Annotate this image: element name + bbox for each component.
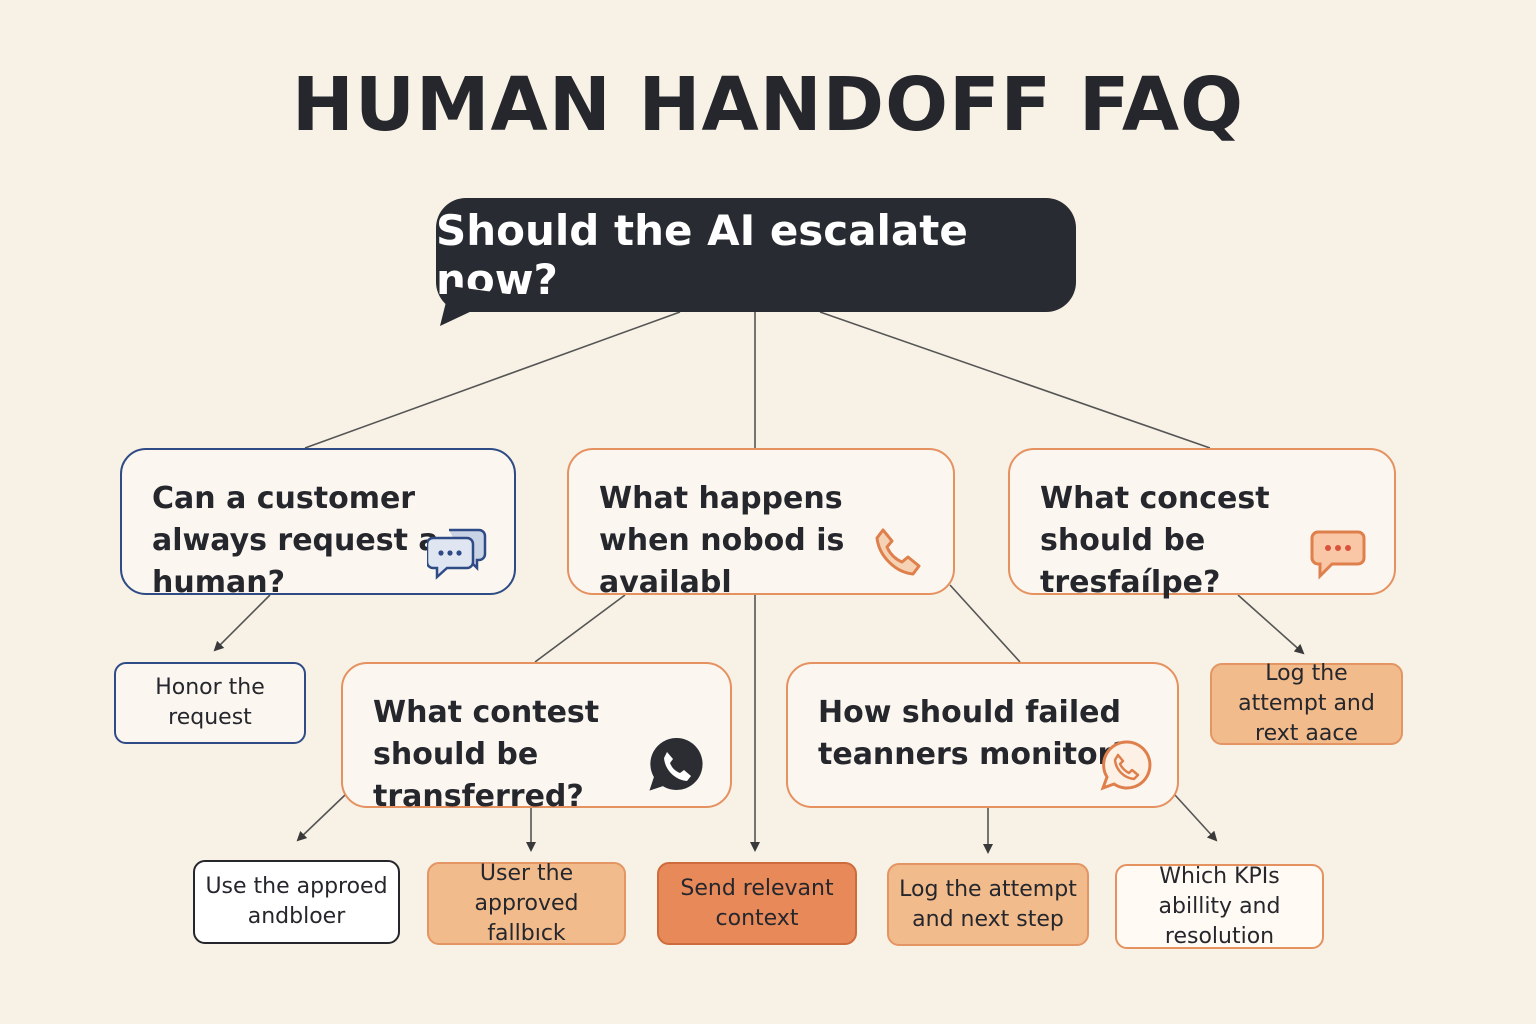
root-question-text: Should the AI escalate now? [436,206,968,304]
root-question-bubble: Should the AI escalate now? [436,198,1076,326]
answer-text: Which KPIs abillity and resolution [1158,863,1281,949]
question-card-nobody-available[interactable]: What happens when nobod is availabl [567,448,955,600]
answer-log-attempt-right: Log the attempt and rext aace [1210,661,1403,746]
answer-use-approved: Use the approed andbloer [193,860,400,944]
answer-text: Log the attempt and rext aace [1238,661,1375,746]
answer-text: Honor the request [155,675,265,730]
question-text: Can a customer always request a human? [152,481,439,600]
question-card-request-human[interactable]: Can a customer always request a human? [120,448,516,600]
question-card-context-transfer[interactable]: What contest should be transferred? [341,662,732,814]
connector-q4-a3 [296,794,346,842]
connector-q3-a2 [1237,594,1305,655]
question-card-transfer-failure[interactable]: What concest should be tresfaílpe? [1008,448,1396,600]
question-text: How should failed teanners monitor? [818,695,1130,772]
connector-root-q3 [819,311,1211,449]
answer-text: Use the approed andbloer [205,874,388,929]
answer-user-approved-fallback: User the approved fallbıck [427,861,626,946]
question-text: What contest should be transferred? [373,695,600,814]
bubble-tail [440,286,508,326]
answer-log-attempt-next-step: Log the attempt and next step [887,863,1089,946]
answer-text: User the approved fallbıck [474,860,579,946]
whatsapp-icon [649,737,703,791]
page-title: HUMAN HANDOFF FAQ [291,62,1245,148]
whatsapp-outline-icon [1100,740,1152,791]
connector-q2-q5 [949,584,1021,663]
chat-bubble-icon [1310,530,1366,580]
question-text: What happens when nobod is availabl [599,481,845,600]
answer-which-kpis: Which KPIs abillity and resolution [1115,864,1324,949]
answer-honor-request: Honor the request [114,662,306,744]
answer-send-relevant-context: Send relevant context [657,862,857,945]
phone-icon [875,528,921,576]
connector-q1-a1 [213,594,271,652]
answer-text: Send relevant context [680,875,834,931]
connector-q5-a7 [1174,794,1218,842]
connector-q2-q4 [534,594,626,663]
question-text: What concest should be tresfaílpe? [1040,481,1270,600]
chat-bubbles-icon [427,528,487,580]
connector-root-q1 [304,311,681,449]
answer-text: Log the attempt and next step [899,876,1077,932]
question-card-monitor-failed[interactable]: How should failed teanners monitor? [786,662,1179,808]
